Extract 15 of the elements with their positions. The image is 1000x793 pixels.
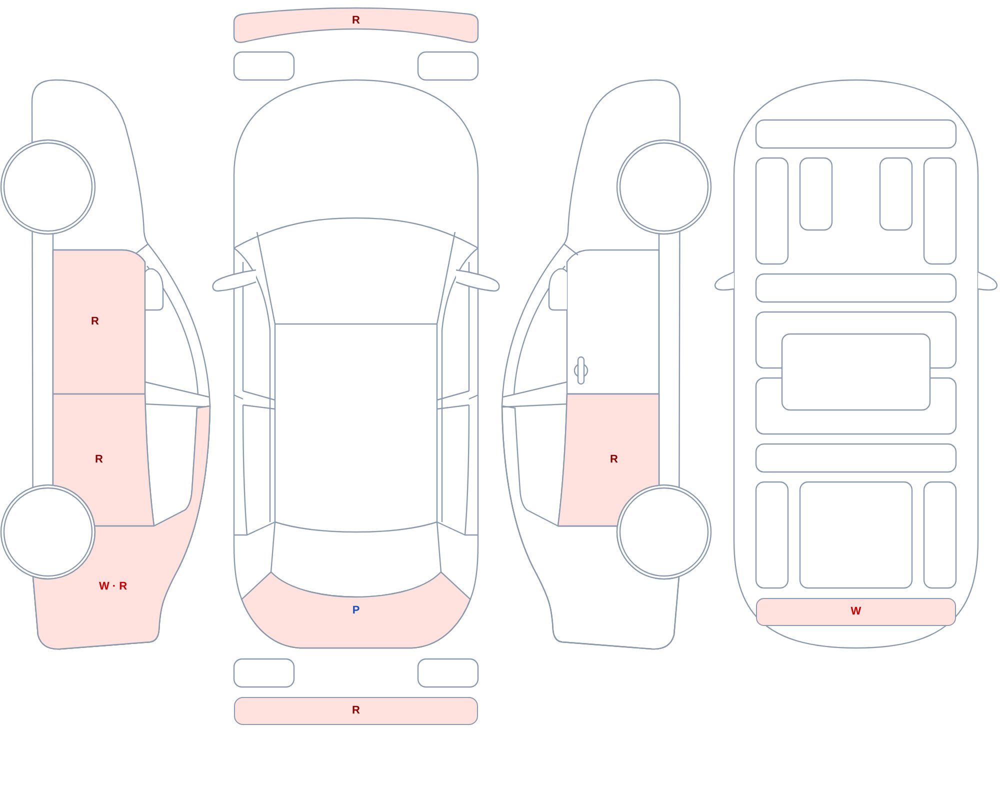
trunk-panel [241,571,471,649]
panel-code: W [850,606,862,618]
panel-code: P [352,606,360,616]
panel-code: R [610,454,618,466]
panel-code: W · R [98,582,128,592]
bumper-panel [233,7,479,45]
panel-code: R [352,706,360,716]
door-panel [52,393,155,527]
panel-code: R [352,16,360,26]
panel-code: R [91,316,99,328]
bumper-panel [234,697,478,725]
door-panel [52,249,146,395]
underbody-panel [756,598,956,626]
door-panel [557,393,660,527]
panel-code: R [95,454,103,466]
